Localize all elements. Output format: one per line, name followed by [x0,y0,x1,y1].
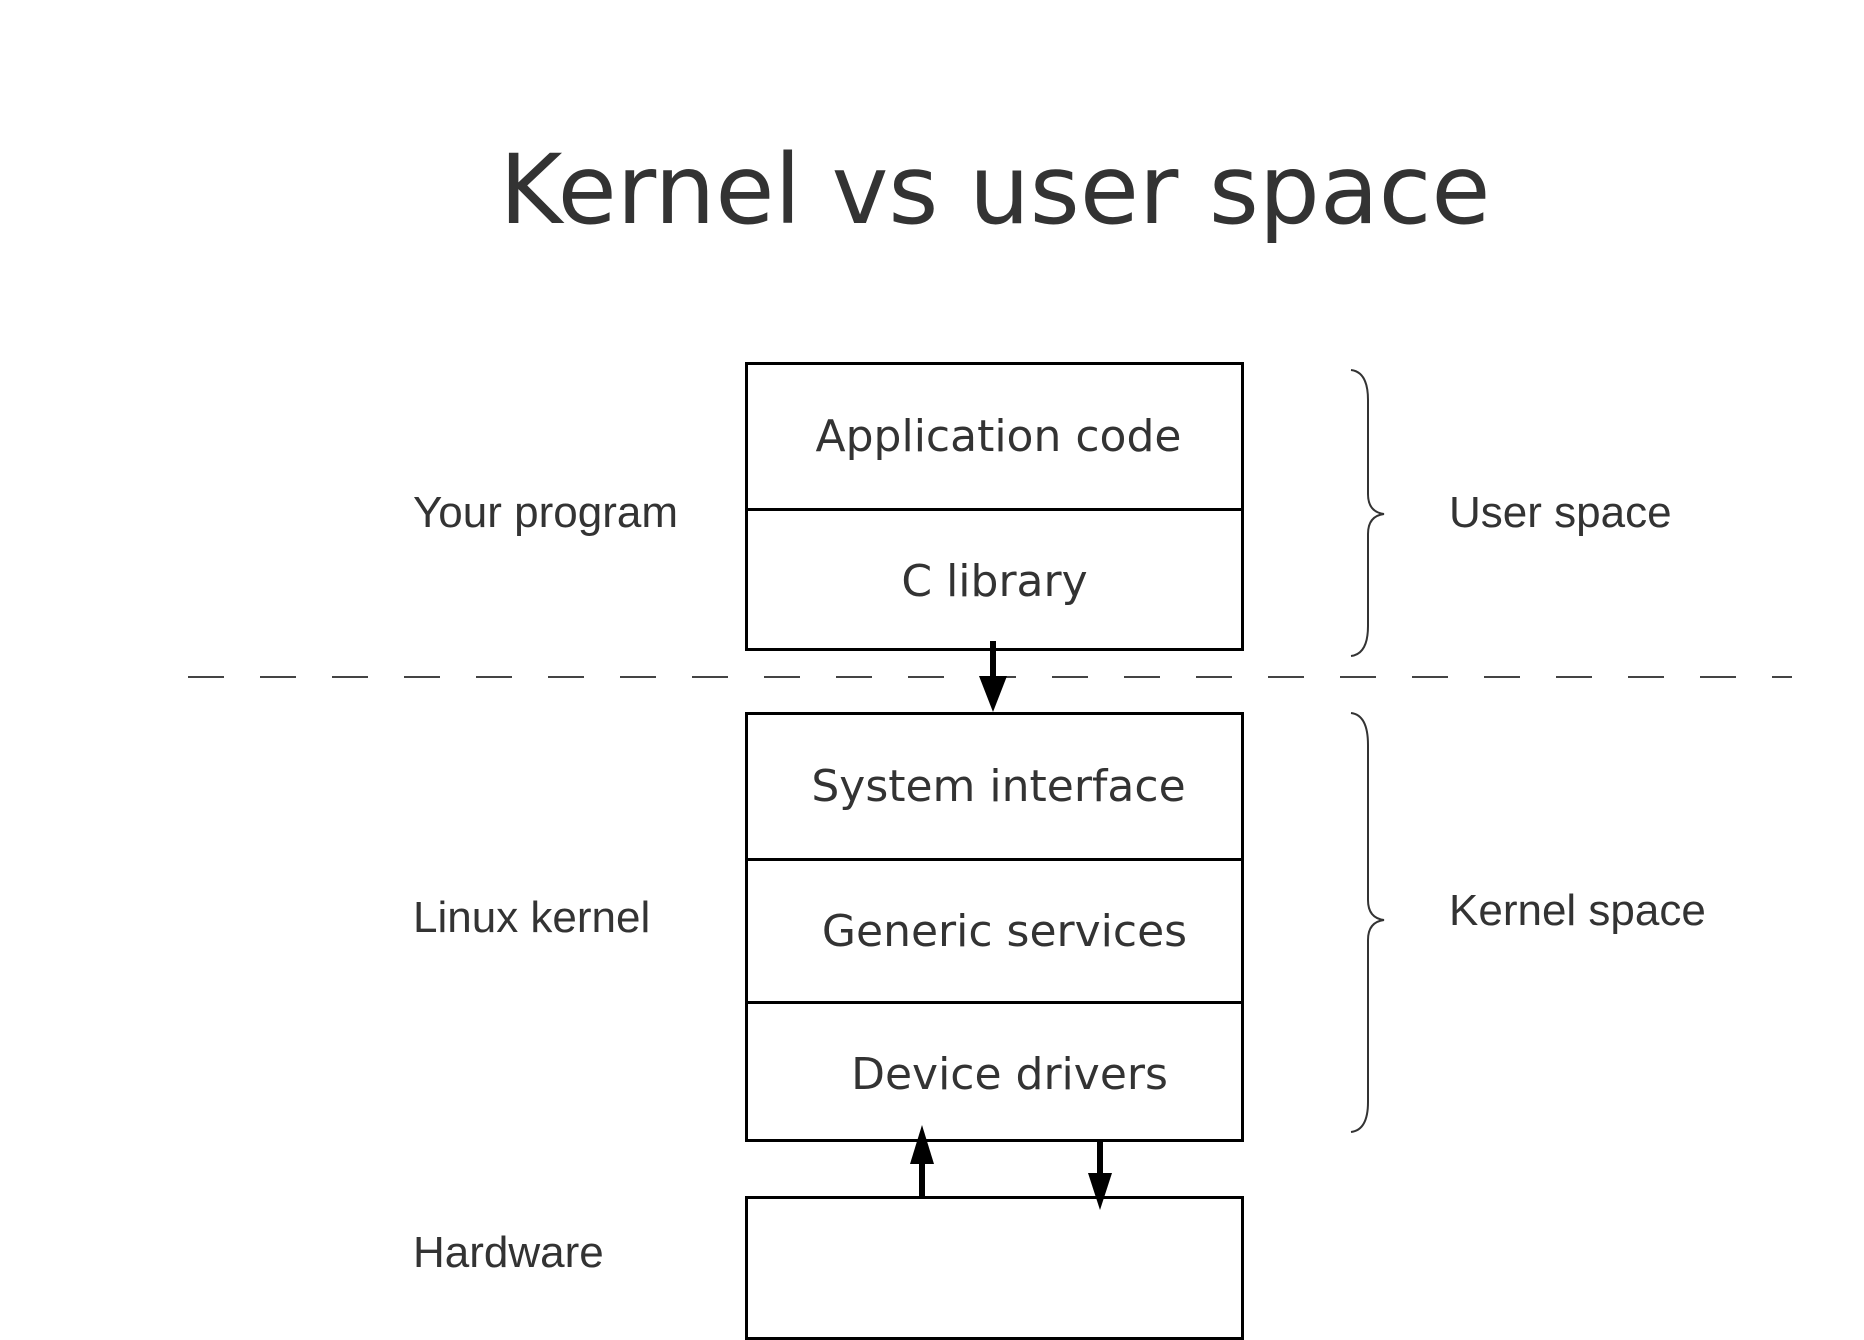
syscall-arrow [979,641,1007,712]
hardware-box [745,1196,1244,1340]
application-code-layer: Application code [815,411,1182,462]
label-your-program: Your program [413,488,678,537]
c-library-layer: C library [748,508,1241,651]
kernel-space-stack: System interface Generic services Device… [745,712,1244,1142]
label-linux-kernel: Linux kernel [413,893,651,942]
diagram-title: Kernel vs user space [499,134,1491,246]
label-kernel-space: Kernel space [1449,886,1706,935]
label-hardware: Hardware [413,1228,604,1277]
generic-services-layer: Generic services [748,858,1241,1001]
user-space-brace [1350,369,1385,657]
drivers-to-hardware-arrow [1088,1142,1112,1210]
device-drivers-layer: Device drivers [748,1001,1241,1144]
label-user-space: User space [1449,488,1672,537]
hardware-to-drivers-arrow [910,1125,934,1196]
kernel-space-brace [1350,712,1385,1133]
system-interface-layer: System interface [811,761,1186,812]
